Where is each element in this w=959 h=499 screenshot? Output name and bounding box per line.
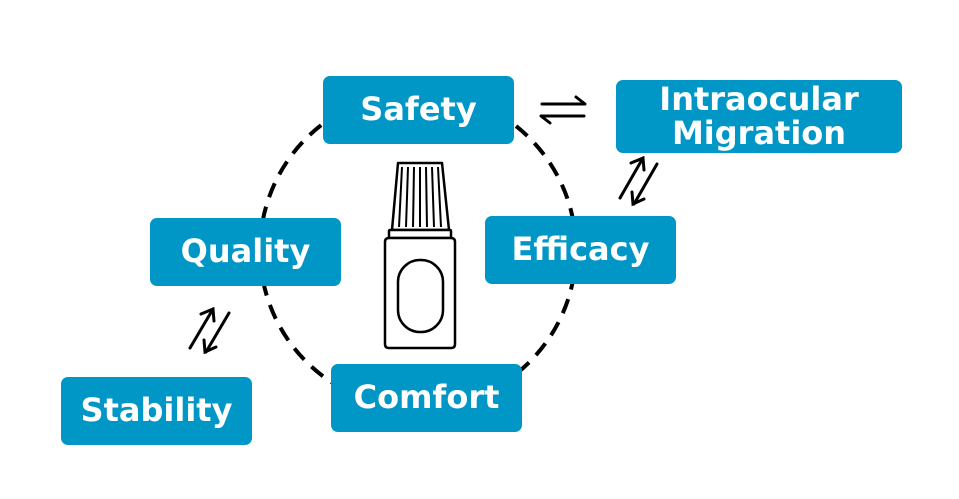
quality-label: Quality (180, 232, 311, 271)
intraocular-migration-box: Intraocular Migration (616, 80, 902, 153)
stability-label: Stability (80, 391, 233, 430)
quality-box: Quality (150, 218, 341, 286)
safety-box: Safety (323, 76, 514, 144)
stability-box: Stability (61, 377, 252, 445)
comfort-label: Comfort (353, 378, 500, 417)
exchange-arrows-quality-stability (188, 306, 231, 355)
exchange-arrows-safety-intraocular (539, 95, 587, 125)
safety-label: Safety (360, 90, 477, 129)
efficacy-box: Efficacy (485, 216, 676, 284)
efficacy-label: Efficacy (511, 230, 650, 269)
eye-drop-bottle-icon (383, 161, 457, 350)
exchange-arrows-intraocular-efficacy (618, 155, 659, 207)
comfort-box: Comfort (331, 364, 522, 432)
intraocular-migration-label: Intraocular Migration (659, 79, 859, 152)
